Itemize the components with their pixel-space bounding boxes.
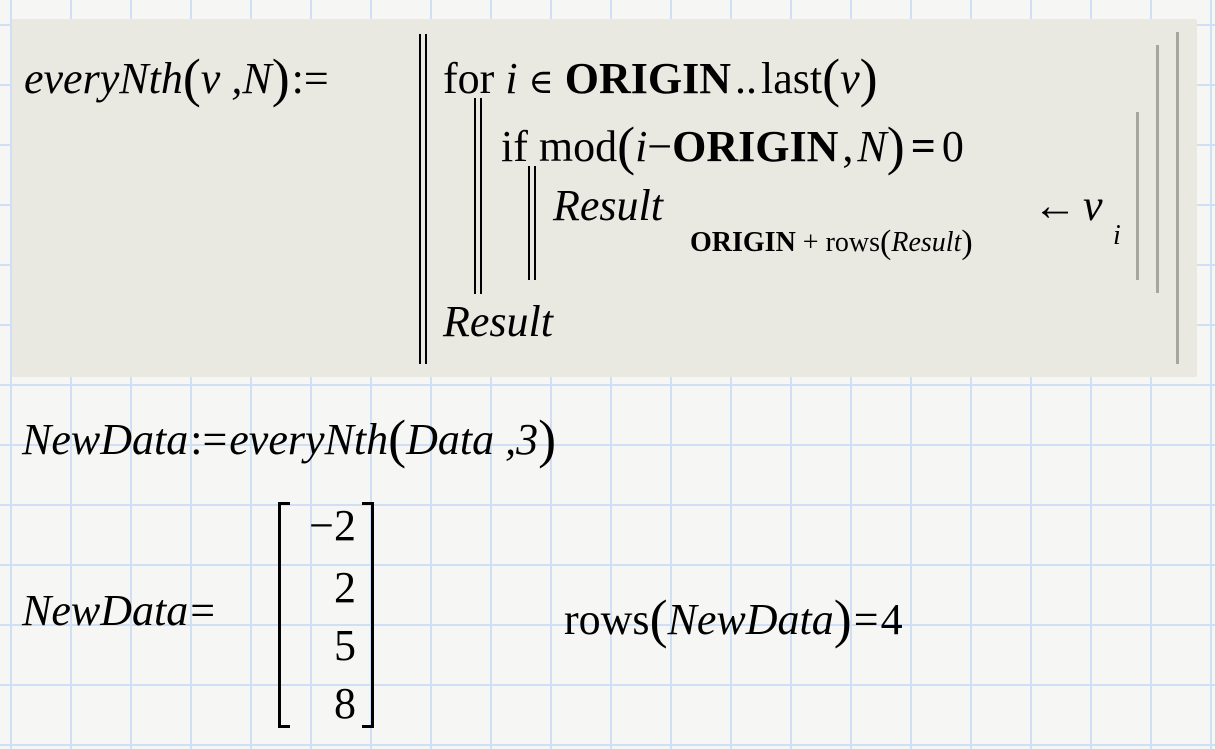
function-signature[interactable]: everyNth(v ,N):= bbox=[24, 48, 329, 108]
value-subscript: i bbox=[1113, 220, 1121, 251]
matrix-cell-3: 8 bbox=[334, 679, 356, 728]
matrix-bracket-right bbox=[362, 502, 374, 728]
local-assign-arrow: ←v bbox=[1033, 181, 1103, 230]
for-loop-line[interactable]: for i ∈ ORIGIN..last(v) bbox=[443, 48, 878, 108]
matrix-cell-1: 2 bbox=[334, 563, 356, 612]
assignment-subscript: ORIGIN + rows(Result) bbox=[690, 224, 973, 261]
function-name: everyNth bbox=[24, 54, 183, 103]
program-bar-for bbox=[474, 98, 482, 294]
matrix-bracket-left bbox=[278, 502, 290, 728]
if-condition-line[interactable]: if mod(i−ORIGIN,N)=0 bbox=[501, 116, 964, 176]
function-definition-region[interactable] bbox=[12, 19, 1197, 377]
assignment-line[interactable]: Result bbox=[553, 181, 663, 230]
program-bracket-right-middle bbox=[1156, 45, 1159, 293]
matrix-cell-2: 5 bbox=[334, 621, 356, 670]
define-operator: := bbox=[291, 54, 329, 103]
return-value-line[interactable]: Result bbox=[443, 297, 553, 346]
newdata-definition[interactable]: NewData:=everyNth(Data ,3) bbox=[22, 409, 557, 469]
program-bar-if bbox=[528, 166, 536, 280]
program-bar-outer bbox=[419, 34, 427, 364]
newdata-evaluation[interactable]: NewData= bbox=[22, 586, 216, 635]
program-bracket-right-inner bbox=[1136, 112, 1139, 280]
program-bracket-right-outer bbox=[1176, 32, 1179, 364]
matrix-cell-0: −2 bbox=[309, 501, 356, 550]
rows-evaluation[interactable]: rows(NewData)=4 bbox=[564, 589, 903, 649]
function-params: v ,N bbox=[200, 54, 272, 103]
